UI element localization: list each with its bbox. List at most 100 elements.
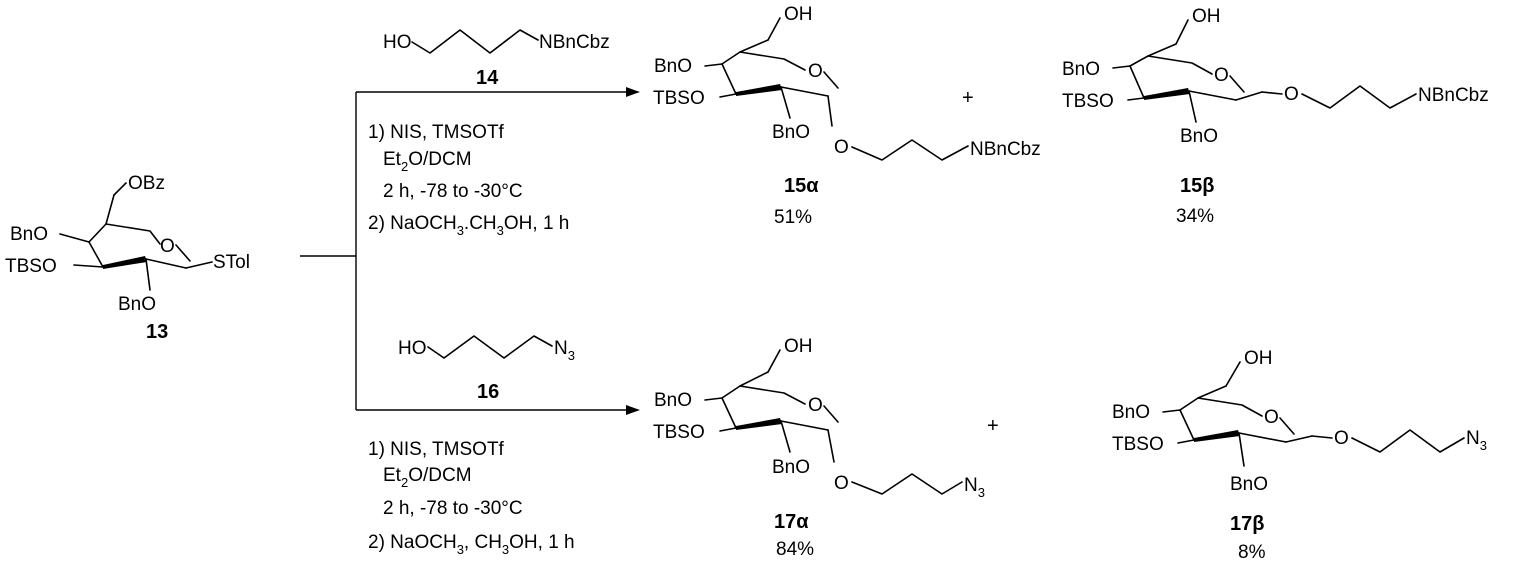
c13-ring-left <box>88 241 104 268</box>
c13-number: 13 <box>146 321 168 343</box>
c15b-linker <box>1301 85 1417 109</box>
r16-ho-label: HO <box>398 338 427 359</box>
c17a-glyc-o-label: O <box>834 473 849 494</box>
c15a-ring-left <box>721 63 737 95</box>
c15b-end-label: NBnCbz <box>1418 85 1489 106</box>
c13-obz-label: OBz <box>128 173 165 194</box>
c15b-ring-left <box>1129 65 1145 99</box>
c17b-c1-o-bond <box>1311 435 1333 439</box>
c13-c6-bond <box>105 194 115 225</box>
r14-ho-label: HO <box>383 32 412 53</box>
c15a-c6-bond <box>739 39 769 53</box>
c17a-bno2-label: BnO <box>772 457 810 478</box>
c13-ring-o-bond <box>175 244 191 262</box>
conditions-bottom: 1) NIS, TMSOTf Et2O/DCM 2 h, -78 to -30°… <box>368 439 575 557</box>
c15b-c6-o-bond <box>1175 19 1189 45</box>
c15b-ring-o-label: O <box>1214 65 1229 86</box>
c17a-c2-bond <box>780 420 791 453</box>
c15b-ring-back <box>1129 55 1213 75</box>
cond-bottom-line2: Et2O/DCM <box>383 465 472 490</box>
cond-top-line3: 2 h, -78 to -30°C <box>383 181 523 202</box>
c15b-c2-bond <box>1188 90 1197 123</box>
c17a-c4-bond <box>704 397 723 401</box>
c15a-bno4-label: BnO <box>654 56 692 77</box>
c15b-ring-front-wedge <box>1144 88 1190 100</box>
arrow-bottom-head <box>626 405 640 415</box>
c17a-c6-o-bond <box>767 349 781 373</box>
c15b-c1-o-bond <box>1261 91 1283 95</box>
compound-17-beta: OH O BnO TBSO BnO O N3 17β 8% <box>1112 348 1487 563</box>
c13-c1-bond <box>185 261 213 269</box>
compound-17-alpha: OH O BnO TBSO BnO O N3 17α 84% <box>653 336 985 560</box>
c17b-linker <box>1351 429 1465 453</box>
cond-bottom-line1: 1) NIS, TMSOTf <box>368 439 505 460</box>
c17a-c3-bond <box>719 427 737 432</box>
c15a-c2-bond <box>780 86 791 119</box>
compound-15-beta: OH O BnO TBSO BnO O NBnCbz 15β 34% <box>1062 6 1489 227</box>
reaction-arrows <box>300 87 640 415</box>
c13-c6-o-bond <box>113 182 127 196</box>
c13-tbso-label: TBSO <box>5 256 57 277</box>
c15b-c4-bond <box>1112 65 1131 69</box>
c15a-c1-bond <box>827 95 833 127</box>
c15a-ring-o-label: O <box>808 61 823 82</box>
c15a-glyc-o-label: O <box>834 137 849 158</box>
c17b-c1-bond <box>1285 435 1313 443</box>
c17a-ring-o-label: O <box>808 395 823 416</box>
r16-chain <box>427 335 553 359</box>
c17a-bno4-label: BnO <box>654 390 692 411</box>
c15b-oh-label: OH <box>1192 6 1221 27</box>
c17b-tbso-label: TBSO <box>1112 434 1164 455</box>
c17a-ring-right <box>780 420 829 431</box>
c15a-yield: 51% <box>774 207 812 228</box>
c17b-ring-o-right <box>1279 417 1295 435</box>
c17a-ring-o-right <box>823 405 839 423</box>
c17a-yield: 84% <box>776 539 814 560</box>
c17b-yield: 8% <box>1238 542 1266 563</box>
cond-top-line4: 2) NaOCH3.CH3OH, 1 h <box>368 213 569 238</box>
c17b-end-label: N3 <box>1466 428 1487 453</box>
c13-bno4-label: BnO <box>10 224 48 245</box>
c15a-end-label: NBnCbz <box>970 139 1041 160</box>
c15a-ring-front-wedge <box>736 84 782 96</box>
c17b-c4-bond <box>1162 409 1181 413</box>
plus-sign-bottom: + <box>987 415 999 437</box>
c17a-c6-bond <box>739 371 769 387</box>
c17b-ring-front-wedge <box>1194 430 1240 442</box>
c15b-c1-bond <box>1235 91 1263 101</box>
c15a-ring-o-right <box>823 71 839 89</box>
c17b-c6-o-bond <box>1225 361 1241 387</box>
c15b-bno2-label: BnO <box>1180 126 1218 147</box>
c15b-tbso-label: TBSO <box>1062 91 1114 112</box>
c17b-bno2-label: BnO <box>1230 474 1268 495</box>
c15a-ring-back <box>721 51 806 71</box>
plus-sign-top: + <box>962 87 974 109</box>
c13-stol-label: STol <box>213 252 250 273</box>
c15a-bno2-label: BnO <box>772 122 810 143</box>
c15a-c3-bond <box>719 93 737 98</box>
reagent-14: HO NBnCbz 14 <box>383 29 610 89</box>
c17a-number: 17α <box>774 511 809 533</box>
c17b-bno4-label: BnO <box>1112 402 1150 423</box>
c17a-c1-bond <box>827 429 835 463</box>
arrow-top-head <box>626 87 640 97</box>
c17a-ring-front-wedge <box>736 418 782 430</box>
c13-ring-o-label: O <box>160 236 175 257</box>
c15b-c6-bond <box>1147 43 1177 57</box>
c17a-tbso-label: TBSO <box>653 422 705 443</box>
c17a-ring-back <box>721 385 806 405</box>
c15b-bno4-label: BnO <box>1062 59 1100 80</box>
r14-number: 14 <box>476 67 499 89</box>
reagent-16: HO N3 16 <box>398 335 575 403</box>
r14-amine-label: NBnCbz <box>539 32 610 53</box>
c17a-end-label: N3 <box>964 475 985 500</box>
r16-number: 16 <box>477 381 499 403</box>
c17b-ring-o-label: O <box>1264 407 1279 428</box>
c13-ring-front-wedge <box>103 256 147 269</box>
c17b-oh-label: OH <box>1244 348 1273 369</box>
c17b-ring-right <box>1238 432 1287 443</box>
c15b-ring-o-right <box>1229 75 1245 93</box>
c15a-linker <box>851 139 969 161</box>
c13-c3-bond <box>73 264 104 268</box>
